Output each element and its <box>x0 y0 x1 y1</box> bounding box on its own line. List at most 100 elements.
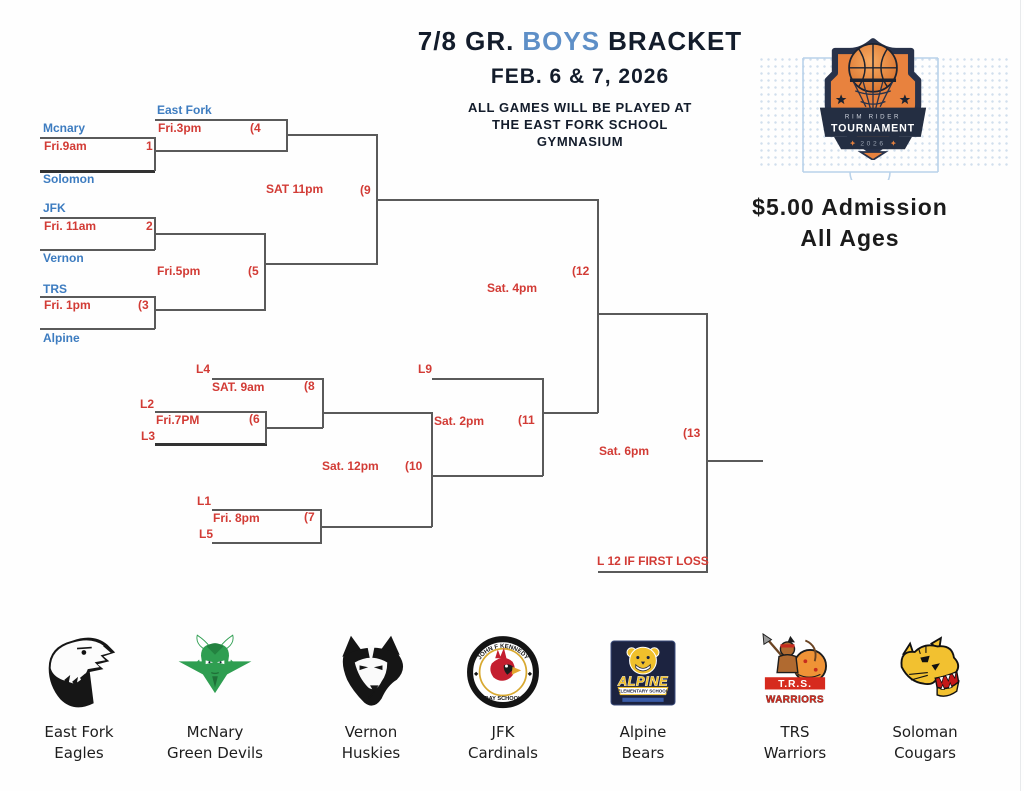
bracket-line <box>40 296 155 298</box>
game11-number: (11 <box>518 413 535 427</box>
team-name-alpine: Alpine <box>43 331 80 345</box>
bracket-line <box>542 378 544 476</box>
bracket-line <box>432 378 544 380</box>
team-name-solomon: Solomon <box>43 172 95 186</box>
slot-label-l4: L4 <box>196 362 211 376</box>
alpine-badge-main-text: ALPINE <box>617 673 668 688</box>
admission-ages: All Ages <box>800 225 900 251</box>
bracket-line <box>543 412 598 414</box>
rim-rider-tournament-badge: RIM RIDER TOURNAMENT 2026 <box>819 38 927 160</box>
game9-time: SAT 11pm <box>266 182 324 196</box>
eagle-head-logo <box>9 628 149 718</box>
scan-edge-artifact <box>1020 0 1021 791</box>
bracket-line <box>707 460 763 462</box>
game11-time: Sat. 2pm <box>434 414 485 428</box>
jfk-badge-bottom-text: DAY SCHOOL <box>485 696 522 702</box>
team-name-mcnary: Mcnary <box>43 121 86 135</box>
banner-lower-shape <box>834 136 912 150</box>
bracket-line <box>266 427 323 429</box>
slot-label-l5: L5 <box>199 527 214 541</box>
slot-label-l1: L1 <box>197 494 212 508</box>
game12-number: (12 <box>572 264 590 278</box>
alpine-badge-sub-text: ELEMENTARY SCHOOL <box>617 689 668 694</box>
hoop-net-icon <box>849 78 897 110</box>
bracket-line <box>40 249 155 251</box>
game6-number: (6 <box>249 412 260 426</box>
game4-time: Fri.3pm <box>158 121 202 135</box>
bracket-line <box>431 412 433 527</box>
bracket-line <box>706 313 708 573</box>
bracket-line <box>432 475 543 477</box>
venue-note: ALL GAMES WILL BE PLAYED AT THE EAST FOR… <box>385 99 775 150</box>
bracket-line <box>323 412 433 414</box>
bracket-line <box>155 443 267 446</box>
bracket-line <box>212 509 322 511</box>
trs-badge-sub-text: WARRIORS <box>766 695 824 706</box>
team-name-jfk: JFK <box>43 201 66 215</box>
game5-number: (5 <box>248 264 259 278</box>
title-highlight: BOYS <box>522 26 601 56</box>
bracket-line <box>598 571 708 573</box>
bracket-line <box>155 309 266 311</box>
bracket-line <box>212 542 322 544</box>
cougar-head-logo <box>855 628 995 718</box>
bracket-line <box>155 411 267 413</box>
bracket-line <box>264 233 266 310</box>
cardinal-badge-logo: JOHN F KENNEDY DAY SCHOOL <box>433 628 573 718</box>
game13-time: Sat. 6pm <box>599 444 650 458</box>
team-name-east-fork: East Fork <box>157 103 212 117</box>
game1-number: 1 <box>146 139 153 153</box>
bracket-line <box>155 150 288 152</box>
bracket-line <box>155 119 288 121</box>
trs-badge-main-text: T.R.S. <box>778 679 812 690</box>
slot-label-l2: L2 <box>140 397 155 411</box>
bracket-line <box>321 526 432 528</box>
husky-head-logo <box>301 628 441 718</box>
bear-badge-logo: ALPINE ELEMENTARY SCHOOL <box>573 628 713 718</box>
game3-time: Fri. 1pm <box>44 298 91 312</box>
game4-number: (4 <box>250 121 261 135</box>
banner-shape <box>819 107 927 137</box>
team-name-trs: TRS <box>43 282 67 296</box>
venue-line-1: ALL GAMES WILL BE PLAYED AT <box>468 100 692 115</box>
basketball-court-lines-decoration <box>802 57 939 180</box>
bracket-line <box>212 378 324 380</box>
bracket-line <box>154 296 156 329</box>
game8-number: (8 <box>304 379 315 393</box>
green-devil-logo <box>145 628 285 718</box>
game7-number: (7 <box>304 510 315 524</box>
game9-number: (9 <box>360 183 371 197</box>
shield-tip-shape <box>857 151 889 160</box>
badge-arc-text: RIM RIDER <box>845 113 901 120</box>
bracket-line <box>597 199 599 413</box>
star-icon <box>835 94 911 105</box>
game8-time: SAT. 9am <box>212 380 265 394</box>
date-line: FEB. 6 & 7, 2026 <box>490 65 670 88</box>
bracket-line <box>40 137 155 139</box>
team-name-vernon: Vernon <box>43 251 84 265</box>
admission-note: $5.00 Admission All Ages <box>715 192 985 254</box>
slot-label-l3: L3 <box>141 429 156 443</box>
warrior-badge-logo: T.R.S. WARRIORS <box>725 628 865 718</box>
venue-line-3: GYMNASIUM <box>536 134 624 149</box>
bracket-line <box>265 263 378 265</box>
loser-note: L 12 IF FIRST LOSS <box>597 554 709 568</box>
title-prefix: 7/8 GR. <box>417 26 515 56</box>
bracket-line <box>155 233 266 235</box>
